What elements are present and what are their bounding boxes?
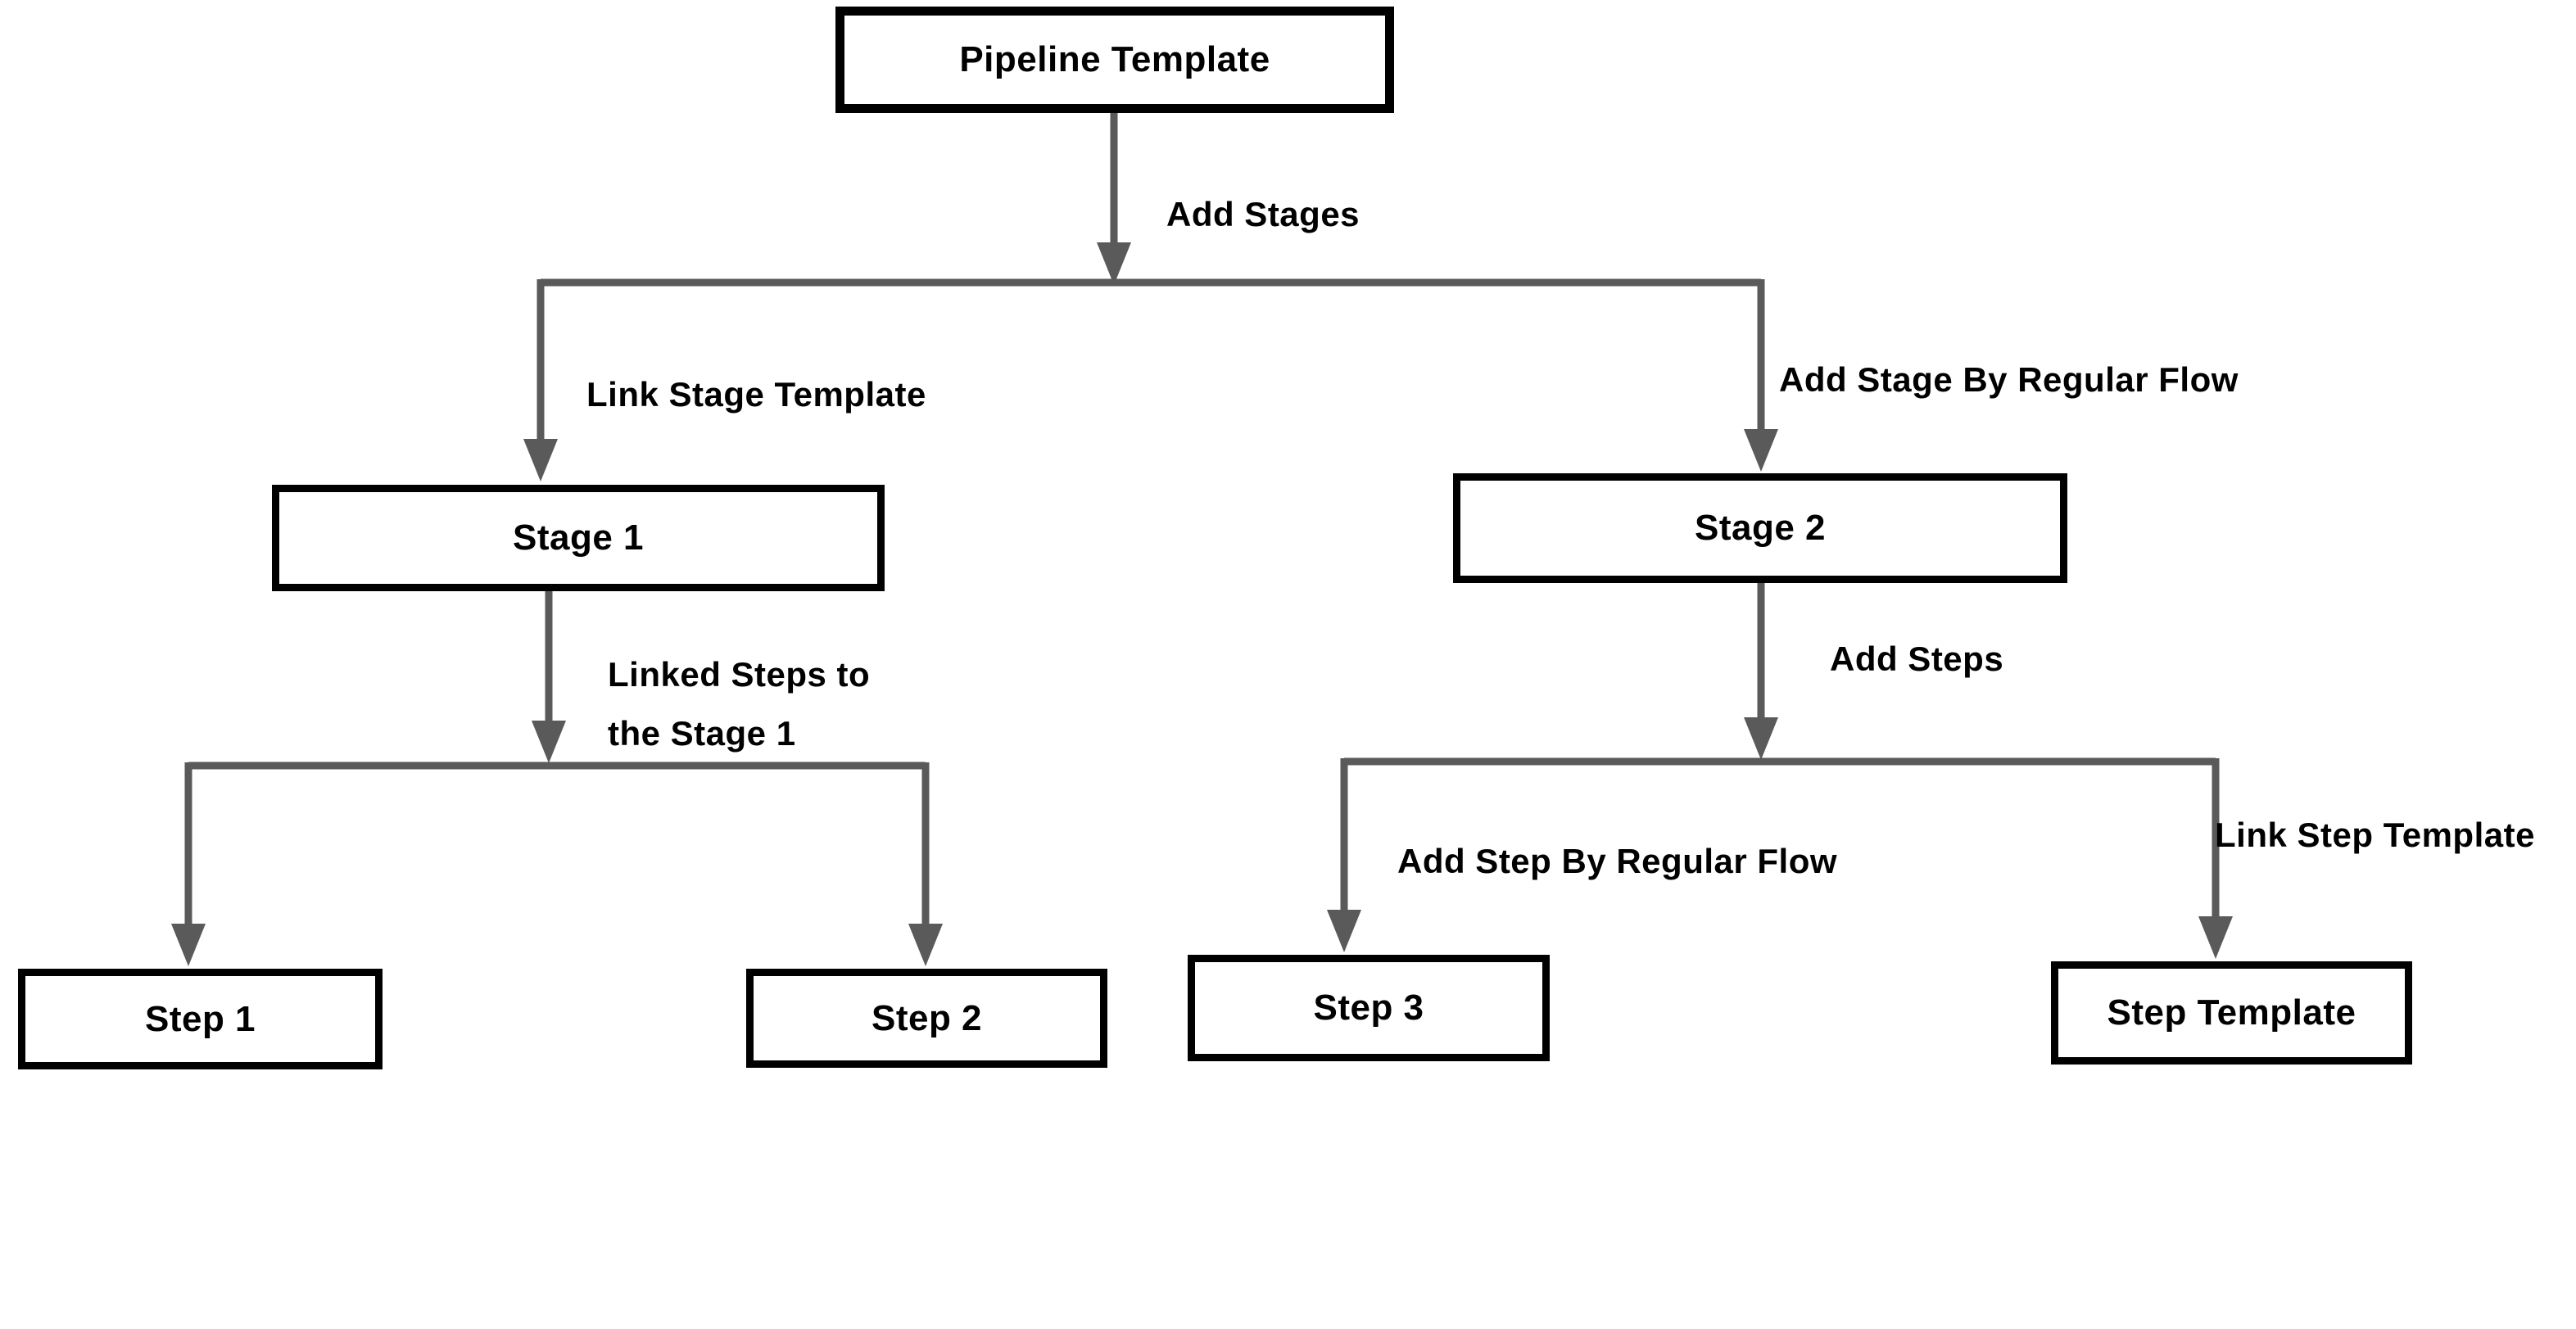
edge-link-stage-template [523, 279, 558, 481]
node-step-3-label: Step 3 [1313, 988, 1424, 1028]
edge-to-step1 [171, 762, 206, 966]
edge-label-link-stage-template: Link Stage Template [586, 375, 926, 414]
edge-label-add-stage-by-regular-flow: Add Stage By Regular Flow [1779, 360, 2239, 399]
edge-add-step-by-regular-flow [1327, 758, 1361, 952]
node-step-template: Step Template [2051, 961, 2412, 1065]
node-stage-1-label: Stage 1 [512, 518, 644, 558]
edge-link-step-template [2198, 758, 2233, 959]
edge-label-add-step-by-regular-flow: Add Step By Regular Flow [1397, 842, 1838, 880]
node-step-3: Step 3 [1188, 955, 1550, 1061]
node-step-1: Step 1 [18, 969, 383, 1069]
edge-stage1-to-steps [188, 591, 926, 770]
edge-label-add-steps: Add Steps [1830, 640, 2004, 678]
edge-stage2-to-steps [1344, 583, 2216, 766]
edge-label-linked-steps-to-the-stage-1: Linked Steps to the Stage 1 [608, 655, 871, 753]
edge-label-add-stages: Add Stages [1166, 195, 1360, 233]
node-step-2: Step 2 [746, 969, 1107, 1068]
node-stage-1: Stage 1 [272, 485, 885, 591]
edge-to-step2 [908, 762, 943, 966]
node-step-1-label: Step 1 [144, 998, 256, 1039]
edge-label-link-step-template: Link Step Template [2215, 816, 2535, 854]
edge-add-stage-by-regular-flow [1744, 279, 1778, 472]
node-stage-2-label: Stage 2 [1694, 508, 1826, 548]
node-pipeline-template-label: Pipeline Template [959, 39, 1270, 79]
node-stage-2: Stage 2 [1453, 473, 2067, 583]
node-pipeline-template: Pipeline Template [835, 7, 1394, 113]
node-step-template-label: Step Template [2107, 992, 2356, 1033]
edge-pipeline-to-stages [541, 108, 1761, 287]
node-step-2-label: Step 2 [871, 997, 983, 1038]
